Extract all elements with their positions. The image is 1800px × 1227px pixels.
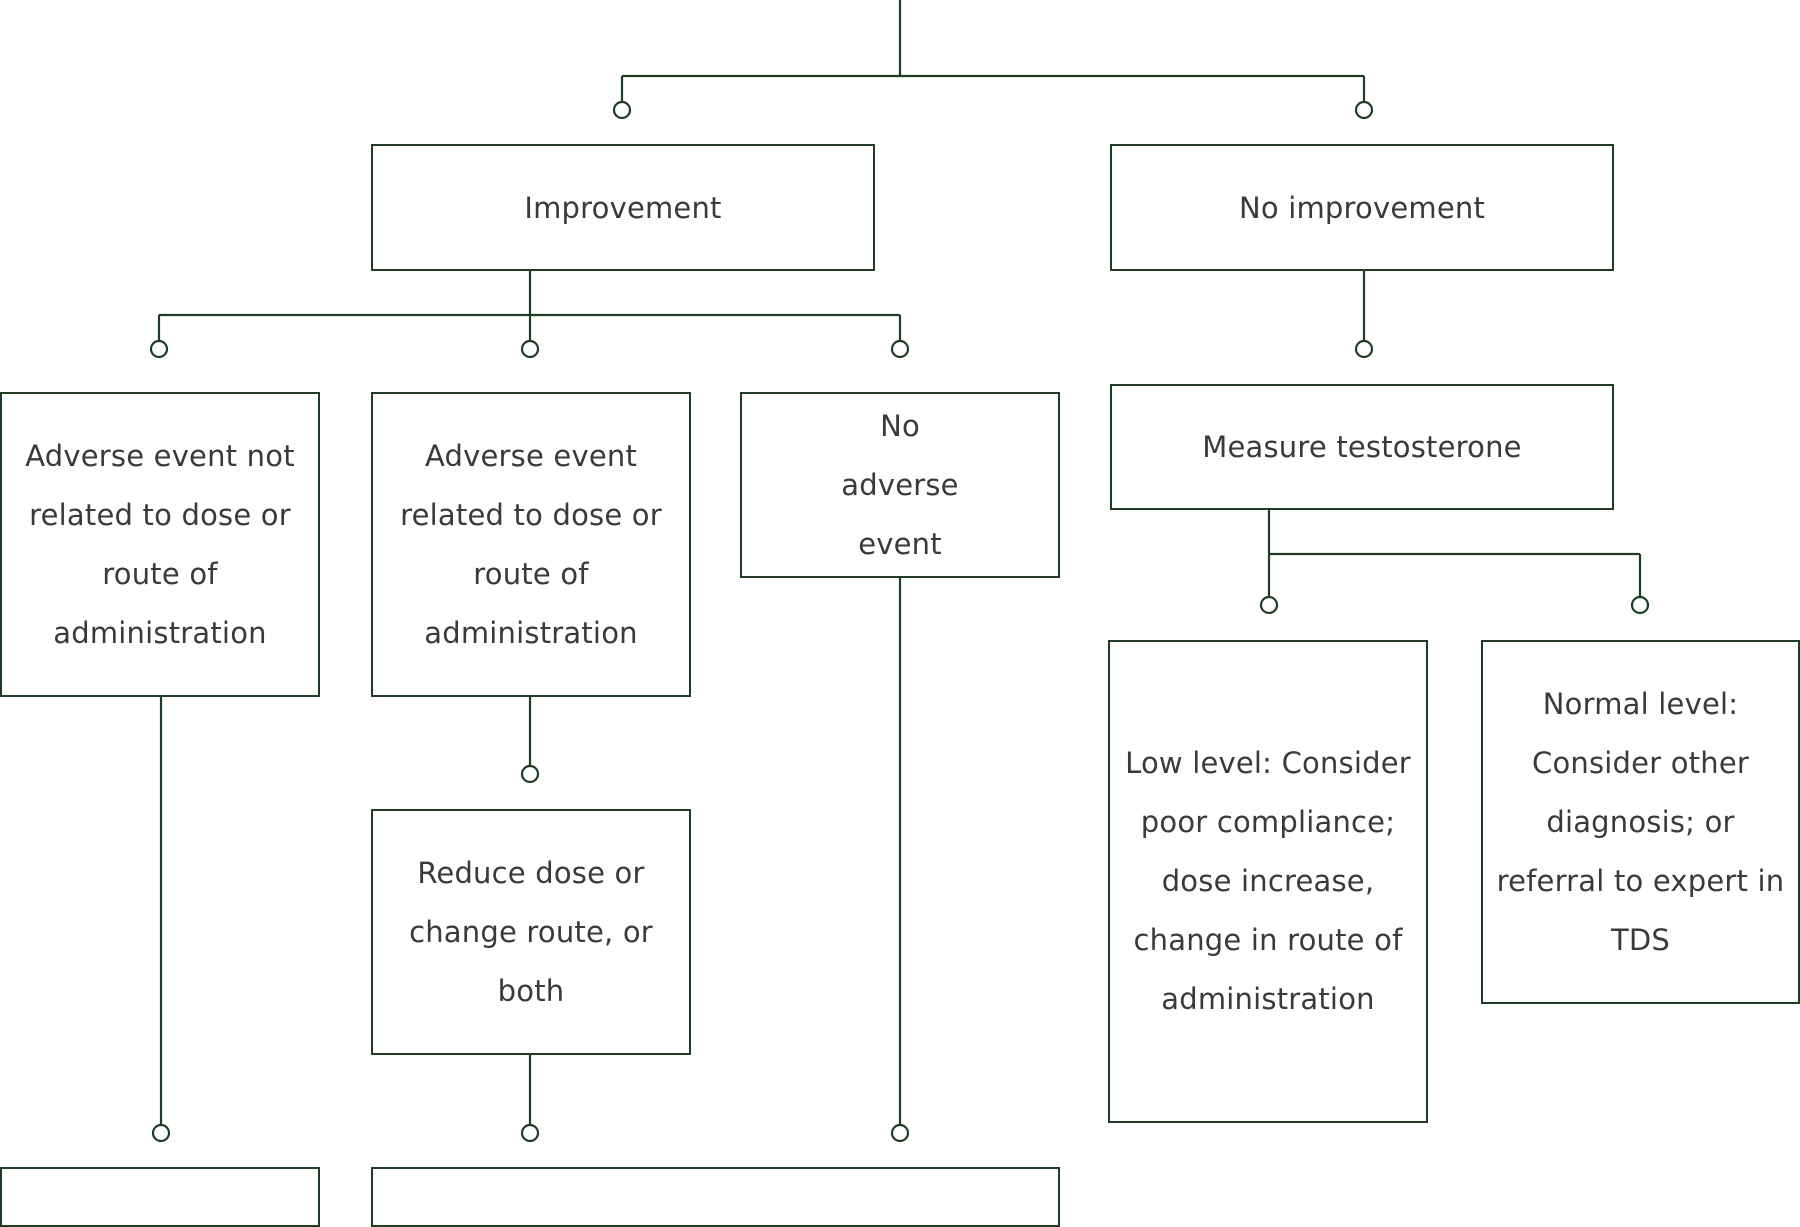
node-adverse-event-related: Adverse event related to dose or route o… (371, 392, 691, 697)
node-adverse-event-not-related-label: Adverse event not related to dose or rou… (25, 438, 295, 650)
connector-node (520, 339, 540, 359)
node-normal-level: Normal level: Consider other diagnosis; … (1481, 640, 1800, 1004)
connector-node (151, 1123, 171, 1143)
node-bottom-left (0, 1167, 320, 1227)
node-measure-testosterone: Measure testosterone (1110, 384, 1614, 510)
node-low-level: Low level: Consider poor compliance; dos… (1108, 640, 1428, 1123)
connector-node (1630, 595, 1650, 615)
node-measure-testosterone-label: Measure testosterone (1202, 430, 1522, 464)
node-low-level-label: Low level: Consider poor compliance; dos… (1125, 746, 1411, 1016)
node-bottom-wide (371, 1167, 1060, 1227)
node-normal-level-label: Normal level: Consider other diagnosis; … (1496, 686, 1785, 957)
node-no-adverse-event-label: No adverse event (841, 408, 959, 561)
node-reduce-dose: Reduce dose or change route, or both (371, 809, 691, 1055)
connector-node (520, 764, 540, 784)
node-adverse-event-not-related: Adverse event not related to dose or rou… (0, 392, 320, 697)
connector-node (149, 339, 169, 359)
node-no-adverse-event: No adverse event (740, 392, 1060, 578)
connector-node (890, 339, 910, 359)
node-reduce-dose-label: Reduce dose or change route, or both (409, 855, 653, 1008)
node-improvement: Improvement (371, 144, 875, 271)
connector-node (1354, 339, 1374, 359)
connector-node (520, 1123, 540, 1143)
node-adverse-event-related-label: Adverse event related to dose or route o… (400, 438, 662, 650)
node-no-improvement-label: No improvement (1238, 190, 1486, 225)
connector-node (612, 100, 632, 120)
node-no-improvement: No improvement (1110, 144, 1614, 271)
connector-lines (149, 0, 1650, 1143)
connector-node (1354, 100, 1374, 120)
connector-node (890, 1123, 910, 1143)
node-improvement-label: Improvement (524, 190, 722, 225)
connector-node (1259, 595, 1279, 615)
